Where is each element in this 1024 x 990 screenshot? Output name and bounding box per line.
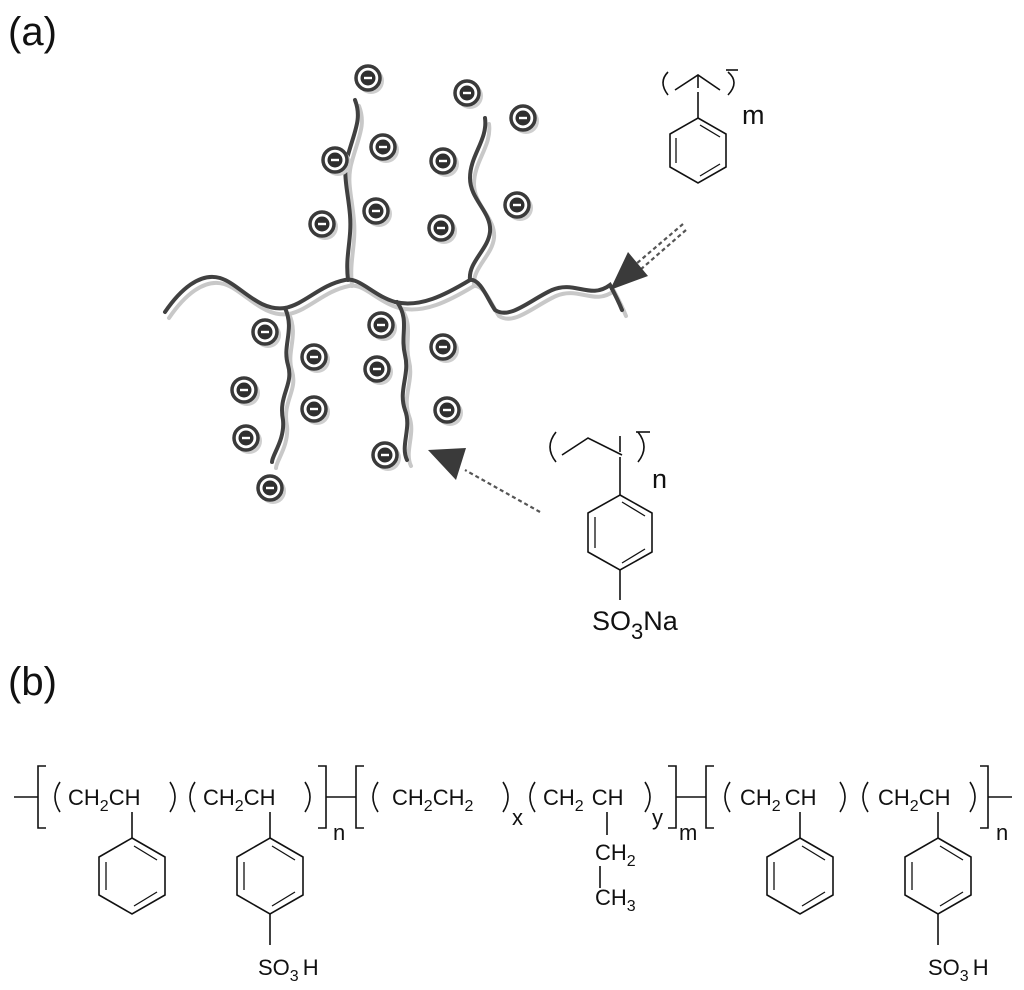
panel-a-label: (a) (8, 10, 57, 54)
negative-charge-icon (232, 424, 264, 456)
b1-repeat-label: n (333, 820, 345, 845)
negative-charge-group (230, 64, 541, 506)
panel-b-label: (b) (8, 660, 57, 704)
negative-charge-icon (362, 197, 394, 229)
negative-charge-icon (503, 191, 535, 223)
negative-charge-icon (429, 333, 461, 365)
negative-charge-icon (369, 133, 401, 165)
b2-ethylene-repeat: x (512, 805, 523, 830)
backbone-chain (163, 274, 624, 315)
arrow-to-graft (428, 448, 541, 513)
graft-chain-lower-right (395, 300, 410, 462)
b2-ethylene-text: CH2CH2 (392, 785, 473, 815)
polymer-chain-group (163, 98, 624, 464)
negative-charge-icon (429, 147, 461, 179)
negative-charge-icon (509, 104, 541, 136)
negative-charge-icon (363, 355, 395, 387)
negative-charge-icon (308, 210, 340, 242)
b2-side-ch2: CH2 (595, 840, 636, 870)
negative-charge-icon (453, 79, 485, 111)
b3-sulfonated-text: CH2CH (878, 785, 950, 815)
b1-sulfonated-text: CH2CH (203, 785, 275, 815)
negative-charge-icon (230, 376, 262, 408)
b2-butylene-repeat: y (652, 805, 663, 830)
sulfonate-repeat-label: n (652, 464, 667, 494)
arrow-to-backbone (610, 223, 687, 290)
b1-styrene-text: CH2CH (68, 785, 140, 815)
negative-charge-icon (300, 343, 332, 375)
styrene-monomer-structure: m (662, 69, 765, 184)
negative-charge-icon (433, 396, 465, 428)
negative-charge-icon (354, 64, 386, 96)
negative-charge-icon (300, 395, 332, 427)
b2-side-ch3: CH3 (595, 885, 636, 915)
b3-repeat-label: n (996, 820, 1008, 845)
graft-chain-lower-left (270, 306, 292, 464)
negative-charge-icon (256, 474, 288, 506)
negative-charge-icon (371, 441, 403, 473)
negative-charge-icon (251, 318, 283, 350)
negative-charge-icon (427, 214, 459, 246)
negative-charge-icon (367, 311, 399, 343)
graft-chain-upper-left (343, 98, 360, 282)
styrene-repeat-label: m (742, 100, 765, 130)
sulfonate-group-label: SO3Na (592, 606, 679, 644)
graft-chain-upper-right (467, 116, 493, 282)
b2-repeat-label: m (679, 820, 697, 845)
sulfonate-monomer-structure: n SO3Na (549, 431, 679, 644)
